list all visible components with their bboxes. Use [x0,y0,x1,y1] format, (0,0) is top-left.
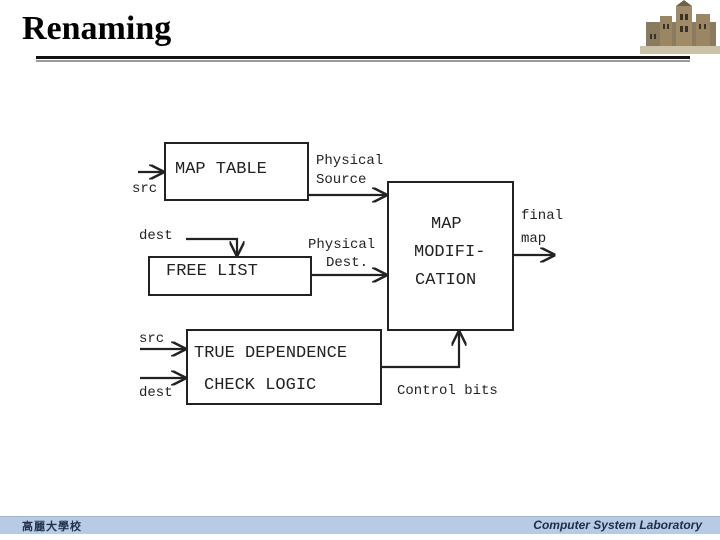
university-name: 高麗大學校 [22,518,82,534]
map-modification-label-line2: MODIFI- [414,243,485,262]
free-list-label: FREE LIST [166,262,258,281]
dest-to-free-list-arrow [186,239,237,255]
final-map-label-line2: map [521,231,546,247]
physical-dest-label-line1: Physical [308,237,375,253]
physical-source-label-line1: Physical [316,153,383,169]
src-label-map-table: src [132,181,157,197]
physical-dest-label-line2: Dest. [326,255,368,271]
map-table-label: MAP TABLE [175,160,267,179]
src-label-dependence: src [139,331,164,347]
lab-name: Computer System Laboratory [533,518,702,532]
final-map-label-line1: final [521,208,563,224]
control-bits-arrow [381,332,459,367]
map-modification-label-line3: CATION [415,271,476,290]
dest-label-free-list: dest [139,228,173,244]
footer-band: 高麗大學校 Computer System Laboratory [0,516,720,534]
physical-source-label-line2: Source [316,172,366,188]
map-modification-label-line1: MAP [431,215,462,234]
dest-label-dependence: dest [139,385,173,401]
check-logic-label: CHECK LOGIC [204,376,316,395]
control-bits-label: Control bits [397,383,498,399]
true-dependence-label: TRUE DEPENDENCE [194,344,347,363]
